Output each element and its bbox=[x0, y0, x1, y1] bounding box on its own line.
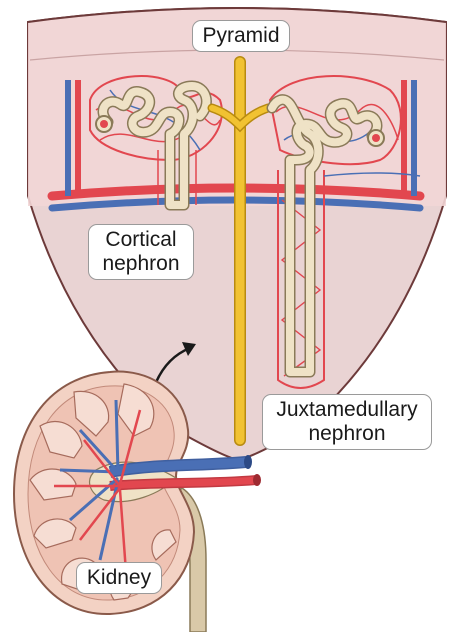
collecting-duct bbox=[207, 56, 273, 446]
juxtamedullary-nephron-label: Juxtamedullary nephron bbox=[262, 394, 432, 450]
pyramid-label-text: Pyramid bbox=[202, 24, 280, 47]
kidney-label-text: Kidney bbox=[86, 566, 152, 589]
cortical-nephron-label: Cortical nephron bbox=[88, 224, 194, 280]
juxtamedullary-nephron-label-line1: Juxtamedullary bbox=[276, 398, 418, 421]
pyramid-label: Pyramid bbox=[192, 20, 290, 52]
kidney-label: Kidney bbox=[76, 562, 162, 594]
kidney bbox=[12, 370, 261, 616]
cortical-nephron-label-line2: nephron bbox=[102, 252, 180, 275]
renal-vessels bbox=[54, 399, 261, 573]
cortical-nephron bbox=[89, 75, 223, 211]
cortical-nephron-label-line1: Cortical bbox=[105, 228, 177, 251]
cortex-top-edge bbox=[27, 7, 447, 23]
juxtamedullary-nephron bbox=[266, 75, 421, 389]
juxtamedullary-nephron-label-line2: nephron bbox=[308, 422, 386, 445]
